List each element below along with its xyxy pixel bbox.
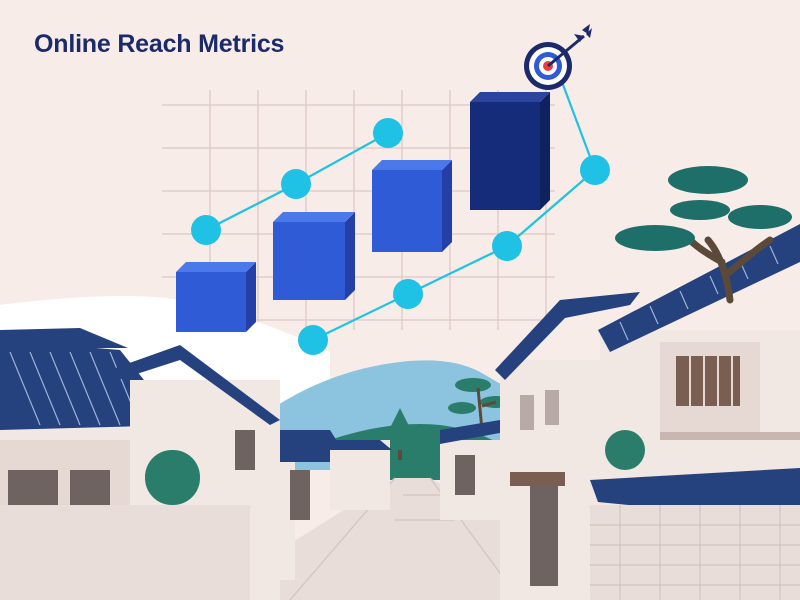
node-point <box>281 169 311 199</box>
line-series-lower <box>312 49 597 341</box>
left-houses <box>0 328 392 600</box>
line-nodes <box>191 118 610 355</box>
bar-3 <box>372 160 452 252</box>
node-point <box>298 325 328 355</box>
right-houses <box>440 224 800 600</box>
arrow-icon <box>547 24 592 68</box>
node-point <box>393 279 423 309</box>
node-point <box>492 231 522 261</box>
pine-tree-large <box>615 166 792 304</box>
page-title: Online Reach Metrics <box>34 30 285 58</box>
bar-2 <box>273 212 355 300</box>
node-point <box>580 155 610 185</box>
node-point <box>191 215 221 245</box>
bar-4 <box>470 92 550 210</box>
bar-1 <box>176 262 256 332</box>
node-point <box>373 118 403 148</box>
